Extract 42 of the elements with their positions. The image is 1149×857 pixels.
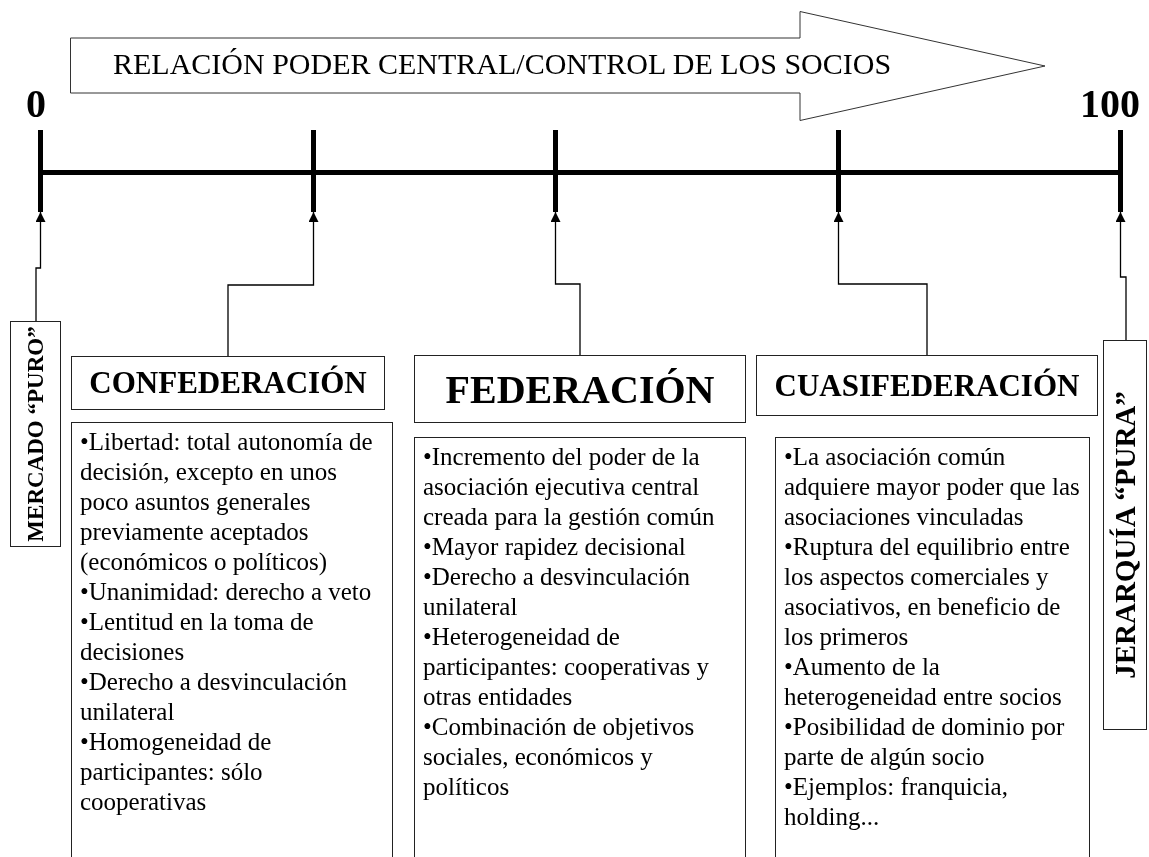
scale-tick xyxy=(836,130,841,212)
heading-text: CONFEDERACIÓN xyxy=(89,365,367,401)
bullet-text: •Libertad: total autonomía de decisión, excepto en unos poco asuntos generales previamente aceptados (económicos o políticos) xyxy=(80,427,374,577)
bullet-text: •Aumento de la heterogeneidad entre socios xyxy=(784,652,1063,712)
scale-tick xyxy=(38,130,43,212)
arrow xyxy=(833,211,928,356)
bullet-text: •Homogeneidad de participantes: sólo cooperativas xyxy=(80,727,273,817)
scale-value: 0 xyxy=(26,80,46,127)
bullet-text: •Derecho a desvinculación unilateral xyxy=(80,667,348,727)
bullet-text: •Incremento del poder de la asociación ejecutiva central creada para la gestión común xyxy=(423,442,716,532)
label-box xyxy=(1103,340,1147,730)
scale-tick xyxy=(311,130,316,212)
heading-box xyxy=(414,355,746,423)
bullet-text: •Lentitud en la toma de decisiones xyxy=(80,607,315,667)
heading-box xyxy=(71,356,385,410)
bullet-text: •Ruptura del equilibrio entre los aspectos comerciales y asociativos, en beneficio de los primeros xyxy=(784,532,1071,652)
arrow xyxy=(550,211,581,356)
bullet-text: •Heterogeneidad de participantes: cooperativas y otras entidades xyxy=(423,622,710,712)
vertical-label: JERARQUÍA “PURA” xyxy=(1108,391,1142,679)
bullet-text: •Unanimidad: derecho a veto xyxy=(80,577,373,607)
arrow xyxy=(227,211,319,357)
description-box xyxy=(71,422,393,857)
heading-box xyxy=(756,355,1098,416)
heading-text: CUASIFEDERACIÓN xyxy=(774,367,1080,404)
bullet-text: •Combinación de objetivos sociales, económicos y políticos xyxy=(423,712,696,802)
direction-banner-arrow xyxy=(70,11,1046,121)
arrow xyxy=(1115,211,1127,341)
bullet-text: •Ejemplos: franquicia, holding... xyxy=(784,772,1009,832)
heading-text: FEDERACIÓN xyxy=(445,365,715,413)
banner-text: RELACIÓN PODER CENTRAL/CONTROL DE LOS SOCIOS xyxy=(113,47,892,81)
arrow xyxy=(35,211,46,322)
bullet-text: •Posibilidad de dominio por parte de algún socio xyxy=(784,712,1066,772)
bullet-text: •Mayor rapidez decisional xyxy=(423,532,687,562)
description-box xyxy=(414,437,746,857)
bullet-text: •La asociación común adquiere mayor poder que las asociaciones vinculadas xyxy=(784,442,1081,532)
label-box xyxy=(10,321,61,547)
scale-value: 100 xyxy=(1080,80,1140,127)
vertical-label: MERCADO “PURO” xyxy=(22,326,49,542)
scale-tick xyxy=(1118,130,1123,212)
scale-tick xyxy=(553,130,558,212)
description-box xyxy=(775,437,1090,857)
bullet-text: •Derecho a desvinculación unilateral xyxy=(423,562,691,622)
